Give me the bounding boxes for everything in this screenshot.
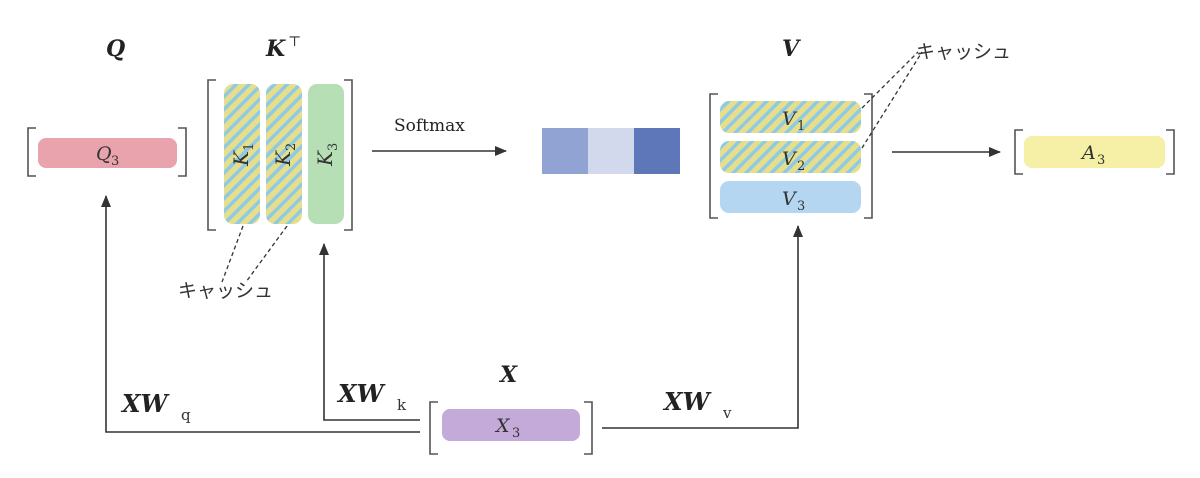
softmax-label: Softmax <box>394 116 465 136</box>
svg-text:1: 1 <box>242 143 257 151</box>
xwk-arrow <box>319 243 420 421</box>
svg-text:v: v <box>722 404 732 422</box>
v2-row-cached <box>720 141 861 173</box>
attention-weight-1 <box>542 128 588 174</box>
svg-text:3: 3 <box>326 143 341 151</box>
svg-text:3: 3 <box>1097 153 1105 168</box>
svg-text:A: A <box>1080 142 1096 164</box>
svg-text:Q: Q <box>96 143 112 165</box>
svg-text:3: 3 <box>111 154 119 169</box>
k1-label: K <box>229 150 253 167</box>
svg-text:2: 2 <box>284 143 299 151</box>
k2-column-cached <box>266 84 302 224</box>
x3-cell <box>442 409 580 441</box>
v-cache-label: キャッシュ <box>916 41 1011 63</box>
v3-row <box>720 181 861 213</box>
v1-label: V <box>782 108 798 130</box>
x-header: X <box>498 362 518 388</box>
xwq-arrow <box>101 195 420 433</box>
q3-cell <box>38 138 177 168</box>
input-vector: X 3 <box>429 401 593 455</box>
k3-label: K <box>313 150 337 167</box>
output-vector: A 3 <box>1014 129 1175 175</box>
svg-text:X: X <box>494 415 511 437</box>
svg-text:1: 1 <box>797 119 805 134</box>
svg-text:3: 3 <box>512 426 520 441</box>
q-header: Q <box>106 36 125 62</box>
attention-weight-2 <box>588 128 634 174</box>
v2-label: V <box>782 148 798 170</box>
value-matrix: V 1 V 2 V 3 <box>709 93 873 219</box>
svg-text:3: 3 <box>797 199 805 214</box>
key-matrix: K 1 K 2 K 3 <box>207 79 353 231</box>
xwq-label: XW q <box>120 389 191 424</box>
v3-label: V <box>782 188 798 210</box>
svg-text:⊤: ⊤ <box>288 34 301 50</box>
xwk-label: XW k <box>336 379 407 414</box>
k2-label: K <box>271 150 295 167</box>
xwv-label: XW v <box>662 387 732 422</box>
svg-text:XW: XW <box>662 387 712 416</box>
k-transpose-header: K ⊤ <box>265 34 301 62</box>
a3-cell <box>1024 136 1165 168</box>
svg-text:XW: XW <box>120 389 170 418</box>
k1-column-cached <box>224 84 260 224</box>
k-cache-label: キャッシュ <box>178 280 273 302</box>
attention-weights <box>542 128 680 174</box>
svg-text:XW: XW <box>336 379 386 408</box>
attention-weight-3 <box>634 128 680 174</box>
v-header: V <box>782 36 801 62</box>
svg-text:q: q <box>181 406 191 424</box>
k3-column <box>308 84 344 224</box>
svg-text:2: 2 <box>797 159 805 174</box>
svg-text:K: K <box>265 36 286 62</box>
v1-row-cached <box>720 101 861 133</box>
query-vector: Q 3 <box>27 127 187 177</box>
xwv-arrow <box>602 225 803 429</box>
svg-text:k: k <box>397 396 407 414</box>
